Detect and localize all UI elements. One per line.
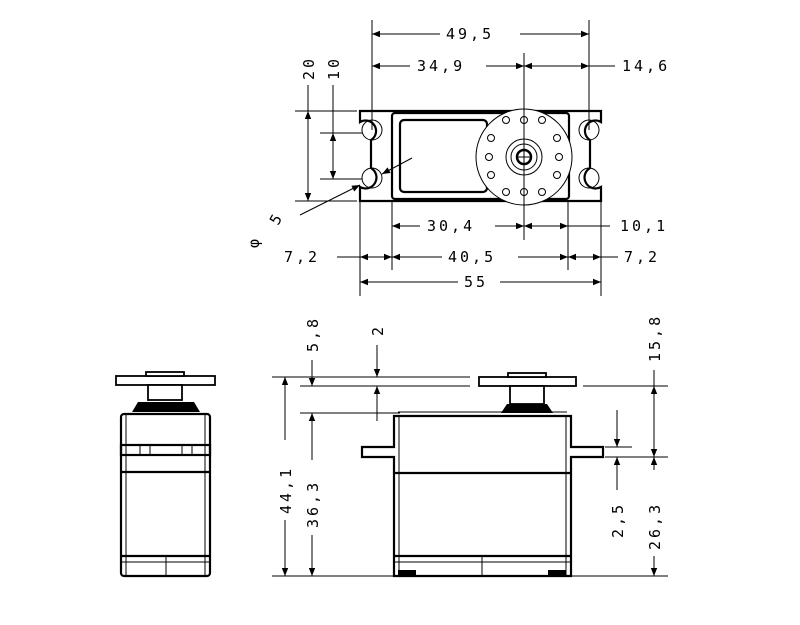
dimension-7-2-left: 7,2 bbox=[284, 248, 392, 266]
dimension-44-1: 44,1 bbox=[277, 377, 295, 576]
mounting-ear-band bbox=[119, 443, 212, 457]
dimension-34-9: 34,9 bbox=[372, 57, 524, 75]
dimension-label: 40,5 bbox=[448, 248, 496, 266]
horn-screw-cap bbox=[507, 372, 547, 378]
dimension-5-8: 5,8 bbox=[304, 316, 322, 386]
front-view: 44,1 36,3 5,8 2 15,8 2,5 26 bbox=[272, 314, 668, 578]
dimension-label: 14,6 bbox=[622, 57, 670, 75]
dimension-label: 26,3 bbox=[646, 502, 664, 550]
case-label-area bbox=[398, 118, 489, 194]
dimension-label: 36,3 bbox=[304, 480, 322, 528]
dimension-label: 55 bbox=[464, 273, 488, 291]
dimension-26-3: 26,3 bbox=[646, 457, 664, 576]
shaft-bushing bbox=[132, 402, 200, 412]
dimension-label: 20 bbox=[300, 56, 318, 80]
horn-holes bbox=[485, 116, 563, 196]
dimension-label: 15,8 bbox=[646, 314, 664, 362]
dimension-40-5: 40,5 bbox=[392, 248, 568, 266]
dimension-10-1: 10,1 bbox=[524, 217, 668, 235]
dimension-label: 49,5 bbox=[446, 25, 494, 43]
dimension-2: 2 bbox=[369, 324, 387, 421]
mounting-hole bbox=[578, 167, 600, 189]
dimension-label: 5,8 bbox=[304, 316, 322, 352]
servo-horn-disc bbox=[478, 376, 577, 387]
mounting-hole bbox=[361, 167, 383, 189]
extension-lines bbox=[272, 376, 668, 577]
case-body-upper bbox=[360, 414, 605, 578]
shaft-bushing bbox=[501, 404, 553, 413]
output-shaft bbox=[509, 385, 545, 405]
diameter-symbol: φ bbox=[245, 236, 263, 248]
top-view: 49,5 34,9 14,6 20 10 5 φ bbox=[245, 20, 670, 296]
dimension-55: 55 bbox=[360, 273, 601, 291]
dimension-label: 7,2 bbox=[284, 248, 320, 266]
dimension-49-5: 49,5 bbox=[372, 25, 589, 43]
side-view bbox=[115, 371, 216, 578]
dimension-label: 2,5 bbox=[609, 502, 627, 538]
output-shaft bbox=[147, 384, 183, 401]
dimension-2-5: 2,5 bbox=[609, 410, 627, 538]
dimension-14-6: 14,6 bbox=[524, 57, 670, 75]
dimension-label: 44,1 bbox=[277, 466, 295, 514]
dimension-label: 34,9 bbox=[417, 57, 465, 75]
case-body bbox=[119, 412, 212, 578]
dimension-label: 30,4 bbox=[427, 217, 475, 235]
dimension-30-4: 30,4 bbox=[392, 217, 524, 235]
dimension-15-8: 15,8 bbox=[646, 314, 664, 457]
dimension-label: 2 bbox=[369, 324, 387, 336]
horn-screw-cap bbox=[145, 371, 185, 377]
dimension-label: 7,2 bbox=[624, 248, 660, 266]
dimension-10: 10 bbox=[325, 56, 343, 179]
dimension-label: 5 bbox=[266, 209, 288, 228]
dimension-hole-diameter: 5 φ bbox=[245, 157, 413, 248]
dimension-label: 10,1 bbox=[620, 217, 668, 235]
dimension-36-3: 36,3 bbox=[304, 413, 322, 576]
servo-horn-disc bbox=[115, 375, 216, 386]
dimension-label: 10 bbox=[325, 56, 343, 80]
dimension-20: 20 bbox=[300, 56, 318, 201]
dimension-7-2-right: 7,2 bbox=[568, 248, 660, 266]
